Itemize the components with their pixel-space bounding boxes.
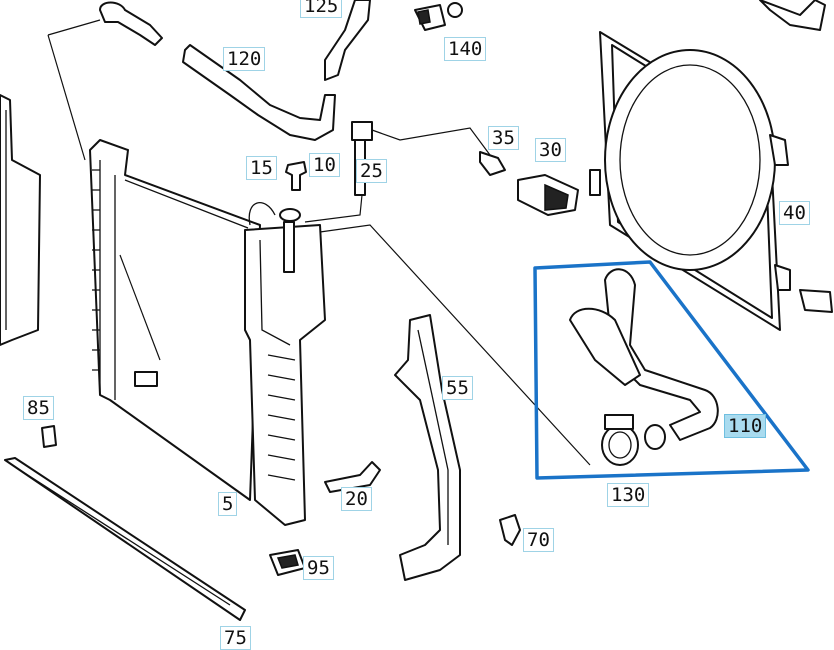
callout-140[interactable]: 140 (444, 37, 487, 61)
hose-120 (182, 44, 336, 141)
callout-75[interactable]: 75 (220, 626, 251, 650)
callout-40[interactable]: 40 (779, 201, 810, 225)
part-95 (269, 549, 306, 576)
leader-line-130 (319, 224, 591, 466)
clip-85 (41, 425, 57, 448)
callout-35[interactable]: 35 (488, 126, 519, 150)
lower-strip-75 (4, 457, 246, 621)
connector-30 (517, 174, 579, 216)
hose-110 (569, 268, 719, 450)
fan-shroud-40 (589, 31, 791, 331)
expansion-tank (244, 202, 326, 526)
callout-85[interactable]: 85 (23, 396, 54, 420)
callout-5[interactable]: 5 (218, 492, 238, 516)
radiator (89, 139, 261, 501)
bolt-20 (324, 461, 381, 493)
retainer-70 (499, 514, 521, 546)
hose-upper-left (99, 1, 163, 46)
callout-125-top[interactable]: 125 (300, 0, 343, 18)
left-shroud-fragment (0, 94, 41, 346)
callout-95[interactable]: 95 (303, 556, 334, 580)
callout-70[interactable]: 70 (523, 528, 554, 552)
callout-15[interactable]: 15 (246, 156, 277, 180)
hose-125 (324, 0, 371, 81)
callout-120[interactable]: 120 (223, 47, 266, 71)
callout-30[interactable]: 30 (535, 138, 566, 162)
clamp-130 (601, 414, 639, 466)
clip-top-right (759, 0, 826, 31)
callout-20[interactable]: 20 (341, 487, 372, 511)
screw-10 (285, 161, 307, 191)
clip-140 (414, 2, 463, 31)
clip-right-40 (799, 289, 833, 313)
callout-130[interactable]: 130 (607, 483, 650, 507)
plug-35 (479, 151, 506, 176)
callout-25[interactable]: 25 (356, 159, 387, 183)
bracket-55 (394, 314, 461, 581)
callout-110[interactable]: 110 (724, 414, 767, 438)
callout-55[interactable]: 55 (442, 376, 473, 400)
leader-line-radiator (47, 19, 101, 161)
callout-10[interactable]: 10 (309, 153, 340, 177)
highlight-frame (533, 260, 810, 480)
